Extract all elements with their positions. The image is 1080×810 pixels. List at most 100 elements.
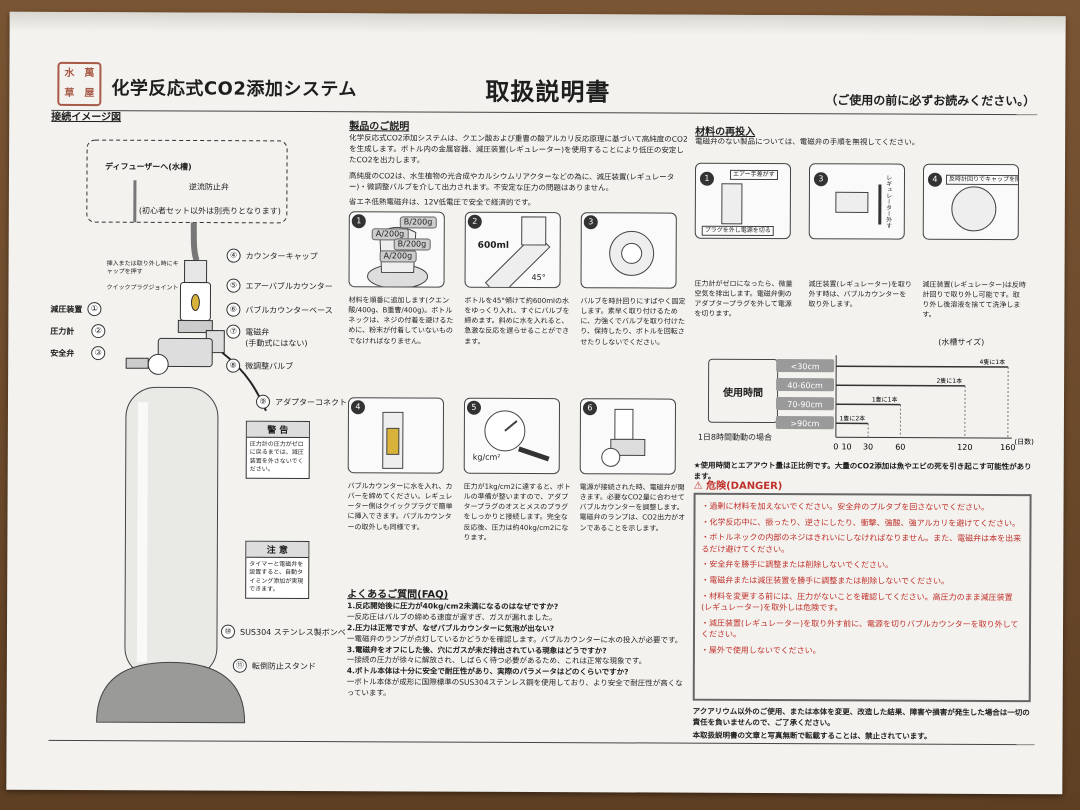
refill-text: 減圧装置(レギュレーター)を取り外す時は、バブルカウンターを取り外します。 [808,280,912,309]
step-panel: 5 kg/cm² [463,397,561,475]
check-valve-label: 逆流防止弁 [188,182,229,192]
caution-box: 注 意 タイマーと電磁弁を設置すると、自動タイミング添加が実現できます。 [245,540,310,599]
callout-num: ⑩ [220,624,236,639]
callout-gauge: 圧力計 ② [50,324,106,339]
warning-text: 圧力計の圧力がゼロに戻るまでは、減圧装置を外さないでください。 [249,440,304,474]
footer-copyright: 本取扱説明書の文章と写真無断で転載することは、禁止されています。 [692,730,932,741]
danger-item: ・屋外で使用しないでください。 [700,645,821,656]
refill-panel: 4 反時計回りでキャップを開く [922,163,1020,241]
material-label: B/200g [399,216,437,229]
danger-heading: ⚠ 危険(DANGER) [693,480,783,493]
step-panel: 1 B/200g A/200g B/200g A/200g [348,211,445,288]
usage-bar [836,384,966,387]
safety-valve [125,357,149,369]
callout-num: ④ [226,248,241,263]
callout-5: ⑤ エアーバブルカウンター [226,278,333,293]
material-label: B/200g [393,238,431,251]
bar-label: 1隻に2本 [840,414,866,422]
step-text: 圧力が1kg/cm2に達すると、ボトルの準備が整いますので、アダプタープラグのオ… [463,482,571,542]
adapter-label: アダプターコネクト [274,397,348,407]
tilt-angle-label: 45° [531,272,546,283]
category-label: <30cm [791,362,820,371]
step-text: バルブを時計回りにすばやく固定します。素早く取り付けるために、力強くでバルブを取… [580,297,686,347]
gauge-label: 圧力計 [50,326,75,336]
callout-num: ⑤ [226,278,241,293]
cylinder-label: SUS304 ステンレス製ボンベ [239,627,346,637]
product-p3: 省エネ低熱電磁弁は、12V低電圧で安全で経済的です。 [348,197,536,207]
refill-panel-label: エアー手差がす [729,169,778,180]
counter-cap [184,259,208,284]
connection-diagram [86,139,288,724]
category-box [775,416,834,430]
danger-item: ・安全弁を勝手に調整または削除しないでください。 [701,560,894,570]
callout-6: ⑥ バブルカウンターベース [226,302,333,317]
callout-num: ⑥ [226,302,241,317]
category-box [775,397,835,411]
solenoid-label: 電磁弁 [245,327,270,337]
water-volume-label: 600ml [477,240,509,251]
diffuser-box [86,139,288,224]
warning-title: 警 告 [246,421,309,439]
bar-label: 1隻に1本 [872,395,898,403]
faq-answer: 一ボトル本体が成形に国際標準のSUS304ステンレス鋼を使用しており、より安全で… [346,677,683,698]
step-panel: 2 600ml 45° [464,211,561,289]
manual-sheet: 水 萬 草 屋 化学反応式CO2添加システム 取扱説明書 （ご使用の前に必ずお読… [6,11,1066,795]
chart-x-axis [835,436,1012,439]
step-panel: 4 [347,397,445,474]
refill-heading: 材料の再投入 [695,126,756,138]
danger-item: ・化学反応中に、振ったり、逆さにしたり、衝撃、強酸、強アルカリを避けてください。 [701,517,1021,528]
x-tick-label: 60 [895,443,905,452]
bubble-counter-base [177,319,213,334]
faq-list: 1.反応開始後に圧力が40kg/cm2未満になるのはなぜですか? 一反応圧はバル… [347,601,687,700]
product-heading: 製品のご説明 [349,121,410,133]
refill-panel-label: プラグを外し電源を切る [701,225,774,236]
regulator [157,337,213,368]
reducer-label: 減圧装置 [50,304,83,314]
callout-safety: 安全弁 ③ [50,346,106,361]
refill-intro: 電磁弁のない製品については、電磁弁の手順を無視してください。 [695,136,920,147]
danger-title: 危険(DANGER) [706,480,783,493]
callout-reducer: 減圧装置 ① [50,302,102,317]
step-text: 電源が接続された時、電磁弁が開きます。必要なCO2量に合わせてバブルカウンターを… [579,483,686,533]
usage-bar [836,365,1009,368]
stand-label: 転倒防止スタンド [251,661,316,671]
diffuser-label: ディフューザーへ(水槽) [105,162,192,172]
bar-label: 2隻に1本 [936,377,962,385]
callout-num: ⑨ [255,394,271,409]
faq-answer: 一電磁弁のランプが点灯しているかどうかを確認します。バブルカウンターに水の投入が… [346,633,683,645]
anti-tip-stand [96,661,246,724]
refill-cap-note: 挿入または取り外し時にキャップを押す [106,260,179,276]
bubble-counter-label: エアーバブルカウンター [245,281,333,291]
footer-disclaimer: アクアリウム以外のご使用、または本体を変更、改造した結果、障害や損害が発生した場… [692,706,1030,728]
x-tick-label: 10 [841,442,851,451]
category-box [776,378,835,392]
category-box [776,359,835,373]
step-panel: 6 [579,398,677,475]
callout-num: ③ [91,346,106,361]
counter-cap-label: カウンターキャップ [245,251,318,261]
refill-panel: 3 レギュレーター外す [808,163,906,240]
danger-item: ・材料を変更する前には、圧力がないことを確認してください。高圧力のまま減圧装置(… [701,591,1013,613]
caution-text: タイマーと電磁弁を設置すると、自動タイミング添加が実現できます。 [249,560,304,594]
step-text: バブルカウンターに水を入れ、カバーを締めてください。レギュレーター側はクイックプ… [347,482,453,532]
chart-legend-title: (水槽サイズ) [938,337,985,347]
counter-base-label: バブルカウンターベース [245,305,333,315]
bar-label: 4隻に1本 [980,358,1006,366]
callout-4: ④ カウンターキャップ [226,248,318,263]
callout-num: ② [91,324,106,339]
faq-heading: よくあるご質問(FAQ) [347,589,449,601]
product-p1: 化学反応式CO2添加システムは、クエン酸および重曹の酸アルカリ反応原理に基づいて… [349,133,688,165]
step-panel: 3 [580,212,677,289]
material-label: A/200g [379,250,417,263]
refill-panel-label: 反時計回りでキャップを開く [945,174,1020,185]
danger-item: ・過剰に材料を加えないでください。安全弁のプルタブを回さないでください。 [701,501,990,512]
x-tick-label: 160 [1000,443,1015,452]
callout-num: ⑦ [226,324,241,339]
product-p2: 高純度のCO2は、水生植物の光合成やカルシウムリアクターなどの為に、減圧装置(レ… [348,171,675,193]
danger-item: ・減圧装置(レギュレーター)を取り外す前に、電源を切りバブルカウンターを取り外し… [700,618,1019,640]
pressure-gauge [147,353,169,375]
